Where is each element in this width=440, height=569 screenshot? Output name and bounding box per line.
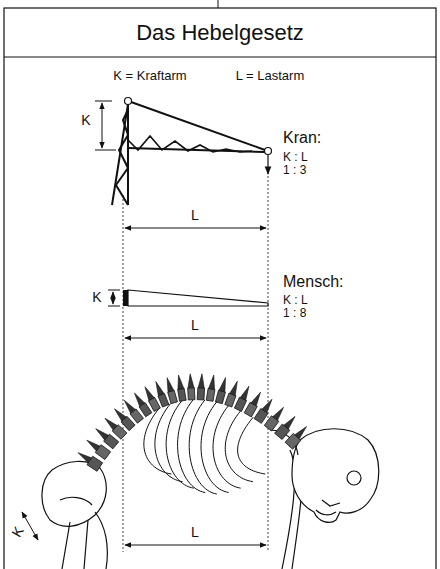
spinous-process bbox=[124, 400, 135, 413]
spinous-process bbox=[209, 375, 215, 389]
label: 1 : 3 bbox=[283, 164, 306, 177]
spine-skeleton bbox=[42, 374, 379, 569]
rib bbox=[166, 401, 194, 488]
page-frame bbox=[4, 8, 436, 569]
spinous-process bbox=[114, 409, 126, 421]
spinous-process bbox=[230, 381, 238, 395]
rib bbox=[144, 408, 172, 474]
label: Kran: bbox=[283, 129, 321, 147]
label: K : L bbox=[283, 294, 308, 307]
vertebra bbox=[215, 390, 225, 403]
spinous-process bbox=[262, 399, 272, 412]
vertebra bbox=[178, 388, 187, 401]
vertebra bbox=[197, 388, 204, 400]
spinous-process bbox=[295, 427, 307, 439]
label: K = Kraftarm bbox=[113, 69, 186, 83]
spinous-process bbox=[78, 453, 91, 463]
spinous-process bbox=[87, 440, 100, 451]
spinous-process bbox=[105, 418, 117, 430]
dimension-arrows bbox=[22, 101, 266, 545]
vertebra bbox=[206, 388, 215, 401]
label: K : L bbox=[283, 151, 308, 164]
spinous-process bbox=[156, 382, 164, 396]
title: Das Hebelgesetz bbox=[136, 21, 304, 45]
spinous-process bbox=[134, 393, 144, 406]
rib bbox=[178, 400, 206, 493]
crane-symbol bbox=[112, 98, 272, 206]
label: L bbox=[191, 318, 199, 333]
vertebra bbox=[168, 390, 178, 403]
label: K bbox=[9, 524, 27, 540]
label: 1 : 8 bbox=[283, 307, 306, 320]
spinous-process bbox=[219, 378, 226, 392]
spinous-process bbox=[198, 374, 204, 388]
spinous-process bbox=[273, 407, 284, 420]
label: K bbox=[92, 290, 101, 305]
label: L = Lastarm bbox=[236, 69, 305, 83]
vertebra bbox=[188, 388, 195, 400]
spinous-process bbox=[167, 378, 174, 392]
spinous-process bbox=[251, 392, 260, 406]
spinous-process bbox=[188, 374, 194, 388]
lever-symbol bbox=[123, 290, 268, 306]
rib bbox=[238, 417, 266, 474]
rib bbox=[201, 402, 229, 493]
rib bbox=[213, 405, 241, 488]
spinous-process bbox=[240, 386, 249, 400]
label: K bbox=[81, 113, 90, 128]
label: L bbox=[191, 208, 199, 223]
rib bbox=[189, 400, 217, 494]
spinous-process bbox=[145, 387, 154, 401]
label: L bbox=[191, 525, 199, 540]
spinous-process bbox=[96, 429, 109, 440]
rib bbox=[225, 410, 253, 481]
spinous-process bbox=[178, 375, 184, 389]
title-rule bbox=[4, 57, 436, 58]
spinous-process bbox=[284, 416, 295, 429]
label: Mensch: bbox=[283, 273, 343, 291]
guide-lines bbox=[123, 172, 268, 552]
